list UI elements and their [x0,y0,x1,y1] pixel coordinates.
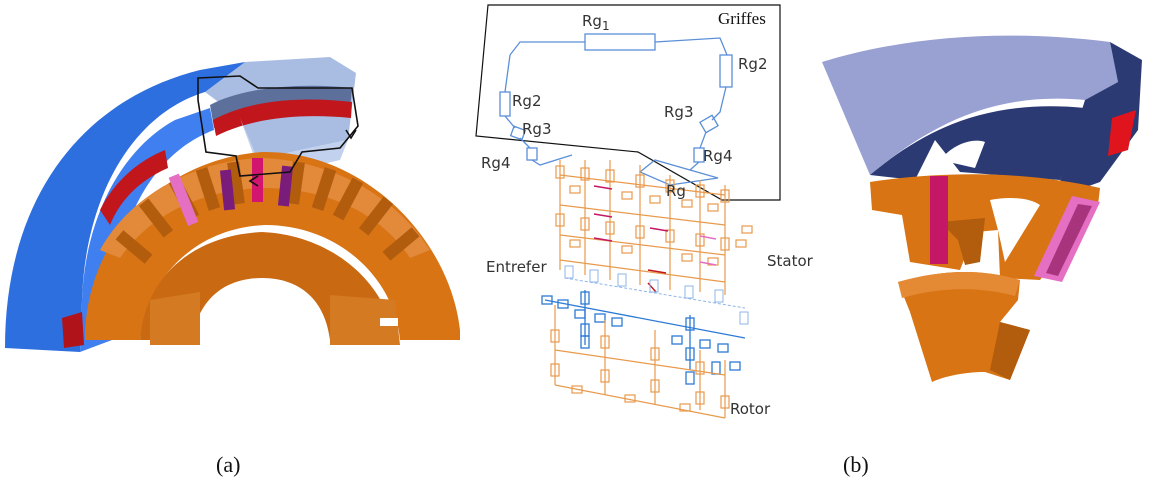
rotor-blue-circuit [541,290,746,385]
field-winding-red-bottom [62,312,84,348]
rotor-core-face-right [330,295,400,345]
machine-section-3d [5,57,460,352]
label-rg: Rg [666,182,686,200]
field-winding-red [213,99,352,136]
label-rg4-right: Rg4 [703,147,733,165]
sector-stator-slot-white [990,197,1040,262]
stator-slot-bottom [380,318,398,326]
label-rotor: Rotor [730,400,771,418]
rotor-core-face [150,292,200,345]
label-rg1: Rg1 [582,12,610,33]
caption-a: (a) [216,452,240,477]
caption-b: (b) [843,452,869,477]
reluctance-network: Rg1 Griffes Rg2 Rg2 Rg3 Rg3 Rg4 Rg4 Rg E… [475,4,814,419]
sector-claw-side [1060,42,1142,192]
label-entrefer: Entrefer [486,258,547,276]
flux-arrow [345,129,357,140]
sector-winding-magenta [930,176,948,264]
pole-sector-3d [822,35,1142,382]
winding-magenta [252,158,263,202]
label-stator: Stator [767,252,814,270]
sector-winding-red [1108,110,1136,156]
flux-path [197,75,359,177]
label-griffes: Griffes [718,9,766,28]
winding-purple-2 [277,165,294,207]
label-rg2-right: Rg2 [738,55,768,73]
winding-pink [168,173,199,226]
sector-claw-top [822,35,1118,175]
airgap-circuit [564,265,749,325]
griffes-plane [475,4,781,201]
field-winding-red-lower [100,150,168,225]
sector-stator [870,174,1100,280]
sector-rotor-top [898,271,1020,298]
label-rg2-left: Rg2 [512,92,542,110]
sector-stator-slot [940,218,985,265]
sector-rotor-shade [990,322,1030,380]
label-rg3-right: Rg3 [664,103,694,121]
sector-notch [940,140,985,168]
stator-circuit [555,160,753,295]
rotor-orange-circuit [550,305,730,419]
winding-sources [593,185,717,293]
flux-arrow-2 [248,175,259,187]
sector-winding-pink-edge [1046,204,1092,276]
claw-shell-blue [5,62,248,352]
label-rg4-left: Rg4 [481,154,511,172]
winding-purple-1 [219,169,236,211]
label-rg3-left: Rg3 [522,120,552,138]
